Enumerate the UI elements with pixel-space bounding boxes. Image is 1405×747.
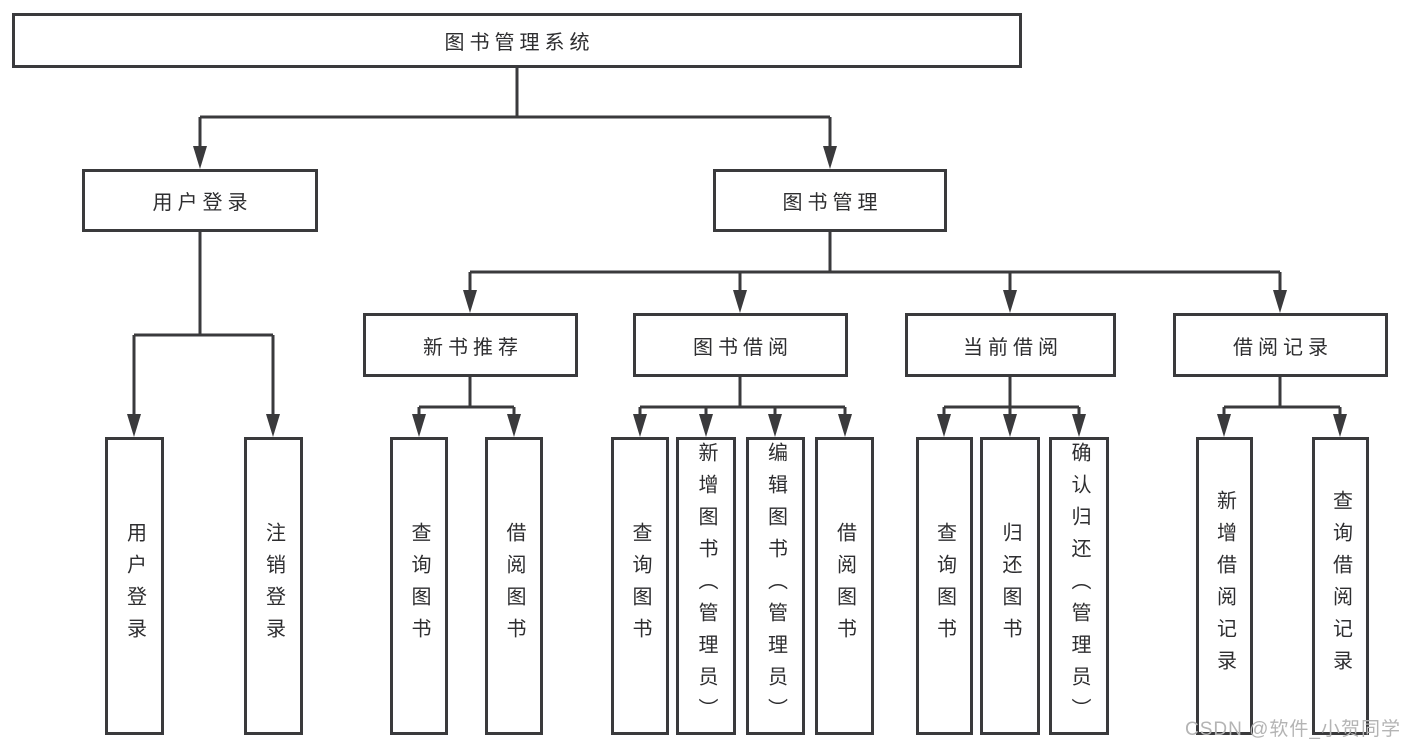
leaf-logout: 注销登录 [244,437,303,735]
connector-borrow-records-to-leaves [1217,377,1347,437]
node-borrow-records: 借阅记录 [1173,313,1388,377]
leaf-query-borrow-record: 查询借阅记录 [1312,437,1369,735]
node-book-borrow: 图书借阅 [633,313,848,377]
leaf-edit-book-admin: 编辑图书（管理员） [746,437,805,735]
connector-book-borrow-to-leaves [633,377,852,437]
leaf-borrow-books: 借阅图书 [815,437,874,735]
node-label: 借阅图书 [503,522,525,650]
leaf-return-book: 归还图书 [980,437,1040,735]
node-label: 确认归还（管理员） [1068,442,1090,730]
leaf-query-books-borrow: 查询图书 [611,437,669,735]
node-label: 查询借阅记录 [1329,490,1352,682]
node-label: 图书借阅 [693,336,793,359]
node-label: 图书管理系统 [444,32,595,54]
node-label: 借阅记录 [1233,336,1333,359]
node-label: 查询图书 [629,522,651,650]
node-label: 编辑图书（管理员） [764,442,787,730]
leaf-add-borrow-record: 新增借阅记录 [1196,437,1253,735]
node-label: 图书管理 [782,192,883,214]
connector-current-borrow-to-leaves [937,377,1086,437]
node-label: 查询图书 [933,522,956,650]
node-user-login: 用户登录 [82,169,318,232]
connector-root-to-level2 [193,68,837,169]
node-current-borrow: 当前借阅 [905,313,1116,377]
node-label: 归还图书 [999,522,1021,650]
node-new-book-recommend: 新书推荐 [363,313,578,377]
node-label: 用户登录 [152,192,253,214]
node-label: 当前借阅 [963,336,1063,359]
node-label: 新书推荐 [423,336,523,359]
leaf-query-books-current: 查询图书 [916,437,973,735]
node-label: 新增图书（管理员） [695,442,717,730]
node-label: 借阅图书 [833,522,856,650]
connector-new-book-recommend-to-leaves [412,377,521,437]
node-root-library-system: 图书管理系统 [12,13,1022,68]
leaf-confirm-return-admin: 确认归还（管理员） [1049,437,1109,735]
node-book-management: 图书管理 [713,169,947,232]
connector-book-management-to-level3 [463,232,1287,313]
node-label: 新增借阅记录 [1213,490,1236,682]
leaf-borrow-books-recommend: 借阅图书 [485,437,543,735]
leaf-user-login: 用户登录 [105,437,164,735]
connector-user-login-to-leaves [127,232,280,437]
node-label: 注销登录 [262,522,285,650]
leaf-add-book-admin: 新增图书（管理员） [676,437,736,735]
leaf-query-books-recommend: 查询图书 [390,437,448,735]
node-label: 用户登录 [123,522,146,650]
node-label: 查询图书 [408,522,430,650]
